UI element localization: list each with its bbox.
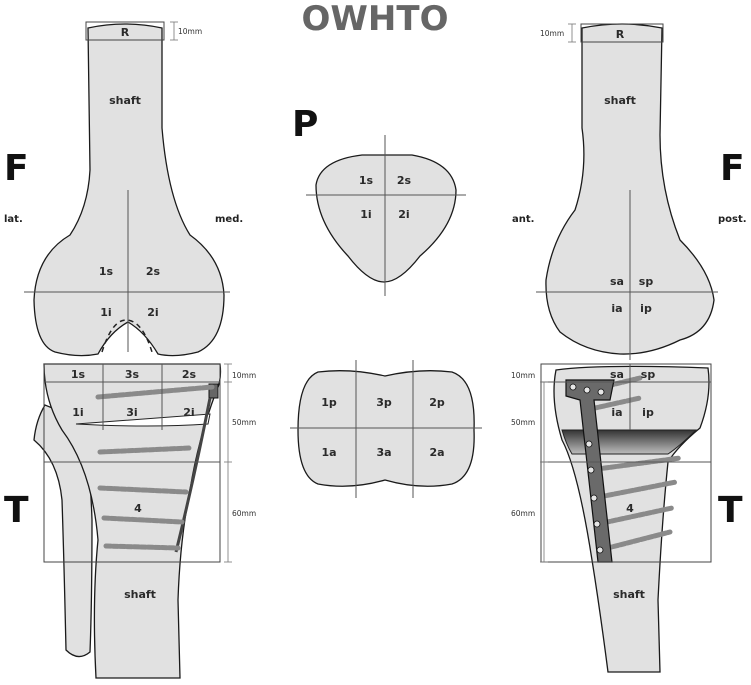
left-femur-shaft-label: shaft	[109, 94, 141, 107]
left-tibia-zone-2s: 2s	[182, 368, 197, 381]
left-tibia-letter: T	[4, 490, 29, 531]
patella-letter: P	[292, 104, 318, 145]
patella-zone-2i: 2i	[398, 208, 409, 221]
left-tibia-zone-1s: 1s	[71, 368, 86, 381]
right-tibia-zone-ip: ip	[642, 406, 654, 419]
patella: 1s 2s 1i 2i	[306, 135, 466, 296]
plateau-zone-3a: 3a	[376, 446, 391, 459]
left-tibia-screws	[95, 384, 215, 551]
patella-outline	[315, 154, 457, 283]
left-femur-zone-2i: 2i	[147, 306, 158, 319]
right-tibia-outline	[553, 365, 710, 673]
right-tibia-zone-grid	[540, 363, 712, 563]
left-femur-zone-2s: 2s	[146, 265, 161, 278]
plateau-zone-3p: 3p	[376, 396, 392, 409]
right-femur-zone-ip: ip	[640, 302, 652, 315]
left-femur-outline	[33, 23, 225, 357]
left-tibia: 1s 3s 2s 1i 3i 2i 4 shaft 10mm 50mm 60mm	[33, 363, 256, 679]
left-femur-zone-1s: 1s	[99, 265, 114, 278]
left-tibia-zone-grid	[43, 363, 221, 563]
right-femur-r-label: R	[616, 28, 625, 41]
diagram-title: OWHTO	[302, 0, 449, 39]
right-tibia-zone-ia: ia	[611, 406, 622, 419]
right-tibia-plate-holes	[569, 383, 605, 554]
left-tibia-plate	[208, 383, 219, 399]
plateau-zone-1p: 1p	[321, 396, 337, 409]
left-tibia-plate-strip	[174, 397, 212, 553]
right-tibia-dim-10: 10mm	[511, 371, 535, 380]
left-tibia-zone-3i: 3i	[126, 406, 137, 419]
right-tibia-shaft-label: shaft	[613, 588, 645, 601]
right-femur-zone-sp: sp	[639, 275, 654, 288]
left-tibia-shaft-label: shaft	[124, 588, 156, 601]
left-tibia-osteotomy-gap	[75, 413, 211, 427]
right-femur-letter: F	[720, 148, 745, 189]
left-tibia-dim-10: 10mm	[232, 371, 256, 380]
left-tibia-dim-50: 50mm	[232, 418, 256, 427]
left-lat-label: lat.	[4, 214, 23, 225]
right-femur-zone-ia: ia	[611, 302, 622, 315]
left-femur: R 10mm shaft 1s 2s 1i 2i	[24, 21, 230, 357]
right-tibia-zone-4: 4	[626, 502, 634, 515]
patella-zone-2s: 2s	[397, 174, 412, 187]
right-femur-r-box	[580, 23, 664, 43]
left-tibia-zone-2i: 2i	[183, 406, 194, 419]
left-femur-r-box	[85, 21, 165, 41]
right-ant-label: ant.	[512, 214, 534, 225]
right-post-label: post.	[718, 214, 747, 225]
right-femur-dim-10: 10mm	[540, 29, 564, 38]
right-tibia-letter: T	[718, 490, 743, 531]
plateau-zone-2p: 2p	[429, 396, 445, 409]
patella-zone-1i: 1i	[360, 208, 371, 221]
right-femur-zone-sa: sa	[610, 275, 624, 288]
left-tibia-zone-3s: 3s	[125, 368, 140, 381]
right-tibia-dim-60: 60mm	[511, 509, 535, 518]
left-tibia-zone-4: 4	[134, 502, 142, 515]
left-femur-dim-10: 10mm	[178, 27, 202, 36]
right-tibia-zone-sp: sp	[641, 368, 656, 381]
right-femur-outline	[545, 23, 715, 355]
left-tibia-zone-1i: 1i	[72, 406, 83, 419]
right-tibia: sa sp ia ip 4 shaft 10mm 50mm 60mm	[511, 363, 712, 673]
tibial-plateau: 1p 3p 2p 1a 3a 2a	[290, 360, 482, 498]
left-fibula	[33, 404, 93, 658]
left-tibia-dim-60: 60mm	[232, 509, 256, 518]
patella-zone-1s: 1s	[359, 174, 374, 187]
plateau-zone-2a: 2a	[429, 446, 444, 459]
left-femur-letter: F	[4, 148, 29, 189]
left-femur-r-label: R	[121, 26, 130, 39]
right-femur-shaft-label: shaft	[604, 94, 636, 107]
right-femur: R 10mm shaft sa sp ia ip	[536, 23, 718, 360]
right-tibia-dim-50: 50mm	[511, 418, 535, 427]
left-femur-zone-1i: 1i	[100, 306, 111, 319]
plateau-zone-1a: 1a	[321, 446, 336, 459]
right-tibia-zone-sa: sa	[610, 368, 624, 381]
left-med-label: med.	[215, 214, 243, 225]
